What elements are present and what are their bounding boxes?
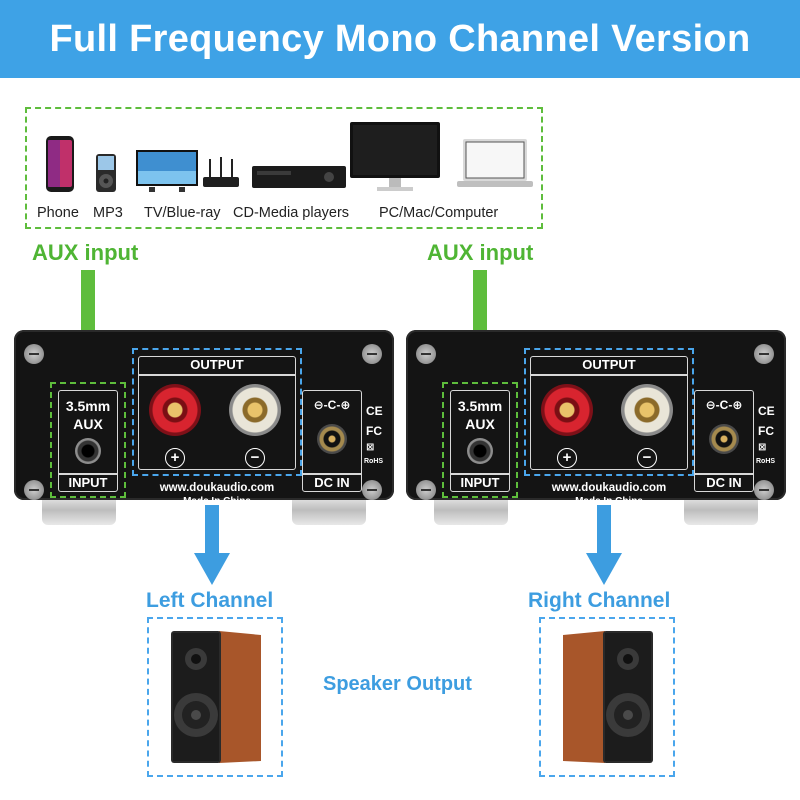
website-label: www.doukaudio.com xyxy=(159,482,275,494)
amp-body xyxy=(406,330,786,500)
screw-icon xyxy=(362,480,382,500)
amp-body xyxy=(14,330,394,500)
screw-icon xyxy=(416,480,436,500)
source-devices-box: Phone MP3 TV/Blue-ray CD-Media players P… xyxy=(25,107,543,229)
rohs-mark: RoHS xyxy=(756,458,776,465)
aux-input-label-left: AUX input xyxy=(32,240,139,265)
positive-terminal[interactable] xyxy=(541,384,593,436)
amp-foot xyxy=(684,495,758,525)
title-banner: Full Frequency Mono Channel Version xyxy=(0,0,800,78)
input-type-label: AUX xyxy=(73,416,103,432)
router-icon xyxy=(203,157,239,187)
origin-label: Made In China xyxy=(575,496,643,507)
speaker-icon xyxy=(171,631,261,763)
input-size-label: 3.5mm xyxy=(65,398,111,414)
positive-terminal[interactable] xyxy=(149,384,201,436)
amplifier-right: 3.5mm AUX INPUT OUTPUT + − www.doukaudio… xyxy=(406,330,786,525)
input-panel xyxy=(450,390,510,492)
right-speaker-box xyxy=(539,617,675,777)
dc-in-label: DC IN xyxy=(706,475,742,490)
left-speaker-box xyxy=(147,617,283,777)
plus-sign: + xyxy=(165,448,185,468)
monitor-icon xyxy=(350,122,440,191)
screw-icon xyxy=(24,480,44,500)
input-type-label: AUX xyxy=(465,416,495,432)
output-highlight-box xyxy=(524,348,694,476)
input-highlight-box xyxy=(50,382,126,498)
tv-icon xyxy=(136,150,198,192)
amplifier-left: 3.5mm AUX INPUT OUTPUT + − www.doukaudio… xyxy=(14,330,394,525)
ce-mark: CE xyxy=(758,404,775,418)
screw-icon xyxy=(362,344,382,364)
screw-icon xyxy=(24,344,44,364)
input-label: INPUT xyxy=(460,475,500,490)
speaker-icon xyxy=(563,631,653,763)
input-size-label: 3.5mm xyxy=(457,398,503,414)
dc-panel xyxy=(694,390,754,492)
output-arrow-right xyxy=(586,505,622,585)
dc-jack[interactable] xyxy=(317,424,347,454)
plus-sign: + xyxy=(557,448,577,468)
output-panel xyxy=(138,356,296,470)
aux-jack[interactable] xyxy=(75,438,101,464)
divider xyxy=(450,473,510,475)
divider xyxy=(302,473,362,475)
source-label-phone: Phone xyxy=(37,205,79,221)
amp-foot xyxy=(434,495,508,525)
laptop-icon xyxy=(457,139,533,187)
dc-jack[interactable] xyxy=(709,424,739,454)
minus-sign: − xyxy=(637,448,657,468)
mp3-player-icon xyxy=(96,154,116,192)
dc-in-label: DC IN xyxy=(314,475,350,490)
screw-icon xyxy=(754,344,774,364)
weee-icon: ⊠ xyxy=(366,442,375,453)
amp-foot xyxy=(292,495,366,525)
fc-mark: FC xyxy=(758,424,774,438)
aux-jack[interactable] xyxy=(467,438,493,464)
weee-icon: ⊠ xyxy=(758,442,767,453)
website-label: www.doukaudio.com xyxy=(551,482,667,494)
source-label-tv: TV/Blue-ray xyxy=(144,205,221,221)
source-label-pc: PC/Mac/Computer xyxy=(379,205,499,221)
dc-panel xyxy=(302,390,362,492)
right-channel-label: Right Channel xyxy=(528,589,671,612)
phone-icon xyxy=(46,136,74,192)
ce-mark: CE xyxy=(366,404,383,418)
divider xyxy=(58,473,118,475)
output-label: OUTPUT xyxy=(190,357,244,372)
input-panel xyxy=(58,390,118,492)
amp-foot xyxy=(42,495,116,525)
aux-input-label-right: AUX input xyxy=(427,240,534,265)
speaker-output-label: Speaker Output xyxy=(323,673,472,695)
input-highlight-box xyxy=(442,382,518,498)
output-arrow-left xyxy=(194,505,230,585)
page-title: Full Frequency Mono Channel Version xyxy=(49,17,751,60)
origin-label: Made In China xyxy=(183,496,251,507)
dc-polarity-symbol: ⊖-C-⊕ xyxy=(705,398,743,412)
input-label: INPUT xyxy=(68,475,108,490)
fc-mark: FC xyxy=(366,424,382,438)
divider xyxy=(138,374,296,376)
source-label-mp3: MP3 xyxy=(93,205,123,221)
screw-icon xyxy=(416,344,436,364)
source-label-cd: CD-Media players xyxy=(233,205,350,221)
output-label: OUTPUT xyxy=(582,357,636,372)
cd-player-icon xyxy=(252,166,346,188)
screw-icon xyxy=(754,480,774,500)
minus-sign: − xyxy=(245,448,265,468)
negative-terminal[interactable] xyxy=(621,384,673,436)
rohs-mark: RoHS xyxy=(364,458,384,465)
left-channel-label: Left Channel xyxy=(146,589,274,612)
output-highlight-box xyxy=(132,348,302,476)
divider xyxy=(530,374,688,376)
divider xyxy=(694,473,754,475)
negative-terminal[interactable] xyxy=(229,384,281,436)
output-panel xyxy=(530,356,688,470)
dc-polarity-symbol: ⊖-C-⊕ xyxy=(313,398,351,412)
